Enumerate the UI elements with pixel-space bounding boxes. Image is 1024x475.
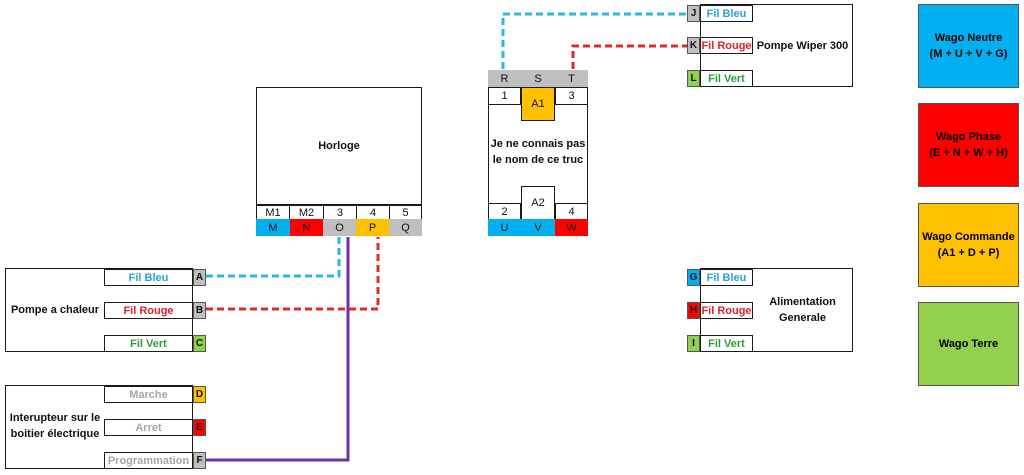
horloge-terminal-m1: M1	[256, 205, 290, 220]
wago-neutre-title: Wago Neutre	[934, 32, 1003, 44]
unknown-terminal-v: V	[521, 219, 555, 236]
unknown-device-title-line2: le nom de ce truc	[492, 154, 584, 166]
alimentation-tag-h: H	[687, 302, 700, 319]
unknown-terminal-r: R	[488, 70, 521, 87]
pompe-chaleur-wire-vert: Fil Vert	[104, 335, 193, 352]
interrupteur-tag-d: D	[193, 386, 206, 403]
pompe-chaleur-tag-a: A	[193, 269, 206, 286]
alimentation-wire-vert: Fil Vert	[700, 335, 753, 352]
wago-terre: Wago Terre	[918, 302, 1019, 386]
unknown-terminal-s: S	[521, 70, 555, 87]
wire-blue-s-to-j	[501, 12, 687, 69]
horloge-terminal-m: M	[256, 219, 290, 236]
pompe-wiper-title: Pompe Wiper 300	[756, 39, 849, 52]
wago-phase-members: (E + N + W + H)	[929, 147, 1008, 159]
unknown-terminal-1: 1	[488, 87, 521, 105]
wago-commande-title: Wago Commande	[922, 231, 1015, 243]
wire-blue-a-to-o	[206, 237, 341, 278]
wire-red-b-to-p	[206, 237, 380, 311]
unknown-terminal-t: T	[555, 70, 588, 87]
horloge-terminal-4: 4	[356, 205, 390, 220]
unknown-terminal-4: 4	[555, 203, 588, 220]
unknown-device-title-line1: Je ne connais pas	[490, 138, 586, 150]
pompe-wiper-tag-j: J	[687, 5, 700, 22]
wago-neutre: Wago Neutre (M + U + V + G)	[918, 4, 1019, 88]
pompe-wiper-tag-k: K	[687, 37, 700, 54]
pompe-wiper-wire-bleu: Fil Bleu	[700, 5, 753, 22]
horloge-terminal-q: Q	[389, 219, 422, 236]
unknown-terminal-3: 3	[555, 87, 588, 105]
wire-red-t-to-k	[571, 44, 687, 69]
horloge-box: Horloge	[256, 87, 422, 205]
interrupteur-wire-marche: Marche	[104, 386, 193, 403]
wago-phase: Wago Phase (E + N + W + H)	[918, 103, 1019, 187]
horloge-terminal-n: N	[290, 219, 323, 236]
wago-commande: Wago Commande (A1 + D + P)	[918, 203, 1019, 287]
unknown-terminal-w: W	[555, 219, 588, 236]
horloge-title: Horloge	[318, 140, 360, 152]
unknown-terminal-2: 2	[488, 203, 521, 220]
alimentation-title-line2: Generale	[778, 312, 827, 324]
pompe-chaleur-tag-c: C	[193, 335, 206, 352]
interrupteur-title-line2: boitier électrique	[10, 428, 100, 440]
pompe-wiper-wire-rouge: Fil Rouge	[700, 37, 753, 54]
wire-purple-f-to-o	[206, 237, 350, 462]
alimentation-title-line1: Alimentation	[769, 296, 836, 308]
wago-phase-title: Wago Phase	[936, 131, 1001, 143]
pompe-wiper-tag-l: L	[687, 70, 700, 87]
unknown-terminal-a1: A1	[521, 87, 555, 121]
interrupteur-wire-arret: Arret	[104, 419, 193, 436]
alimentation-wire-bleu: Fil Bleu	[700, 269, 753, 286]
interrupteur-title-line1: Interupteur sur le	[9, 412, 101, 424]
horloge-terminal-p: P	[356, 219, 389, 236]
horloge-terminal-3: 3	[323, 205, 357, 220]
wago-terre-title: Wago Terre	[938, 338, 999, 350]
alimentation-tag-g: G	[687, 269, 700, 286]
horloge-terminal-o: O	[323, 219, 356, 236]
interrupteur-tag-e: E	[193, 419, 206, 436]
unknown-terminal-a2: A2	[521, 186, 555, 220]
interrupteur-tag-f: F	[193, 452, 206, 469]
unknown-terminal-u: U	[488, 219, 521, 236]
wago-neutre-members: (M + U + V + G)	[929, 48, 1008, 60]
alimentation-wire-rouge: Fil Rouge	[700, 302, 753, 319]
horloge-terminal-5: 5	[389, 205, 422, 220]
pompe-chaleur-wire-rouge: Fil Rouge	[104, 302, 193, 319]
pompe-chaleur-tag-b: B	[193, 302, 206, 319]
horloge-terminal-m2: M2	[289, 205, 324, 220]
interrupteur-wire-programmation: Programmation	[104, 452, 193, 469]
alimentation-tag-i: I	[687, 335, 700, 352]
pompe-chaleur-wire-bleu: Fil Bleu	[104, 269, 193, 286]
pompe-chaleur-title: Pompe a chaleur	[10, 304, 100, 316]
wago-commande-members: (A1 + D + P)	[937, 247, 1000, 259]
pompe-wiper-wire-vert: Fil Vert	[700, 70, 753, 87]
